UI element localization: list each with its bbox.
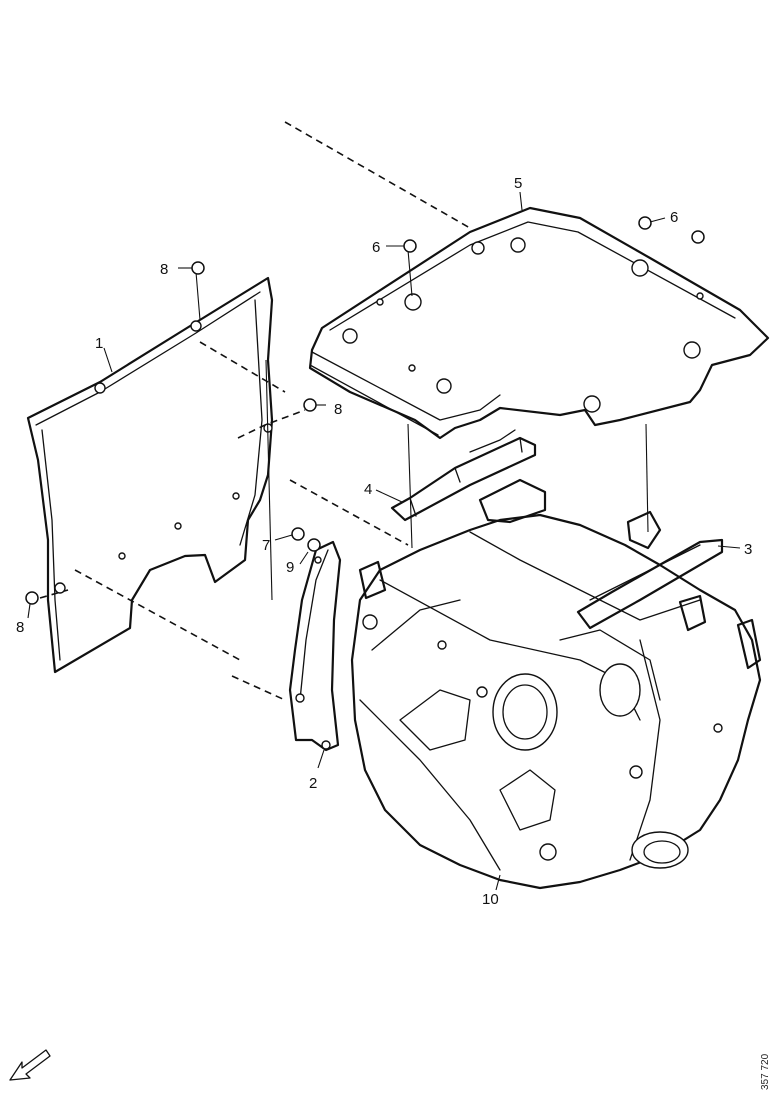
callout-5: 5: [514, 175, 522, 192]
side-panel-shield: [26, 276, 274, 674]
exhaust-muffler-body: [350, 513, 762, 890]
nut-icon: [291, 527, 305, 541]
strap-rail: [576, 538, 724, 630]
nut-icon: [691, 230, 705, 244]
callout-7: 7: [262, 537, 270, 554]
callout-labels: 1 2 3 4 5 6 6 7 8 8 8 9 10: [16, 175, 752, 908]
callout-10: 10: [482, 891, 499, 908]
mounting-bracket: [390, 429, 537, 522]
top-heat-shield: [308, 206, 770, 440]
callout-8c: 8: [16, 619, 24, 636]
callout-8b: 8: [334, 401, 342, 418]
callout-4: 4: [364, 481, 372, 498]
reference-code: 357 720: [760, 1053, 771, 1090]
muffler-mounting-tabs: [358, 478, 762, 670]
callout-9: 9: [286, 559, 294, 576]
callout-leaders: [27, 191, 741, 891]
assembly-guide-lines: [39, 121, 471, 701]
nut-icon: [25, 591, 39, 605]
callout-3: 3: [744, 541, 752, 558]
support-bracket: [288, 540, 342, 752]
callout-6a: 6: [372, 239, 380, 256]
nut-icon: [638, 216, 652, 230]
callout-8a: 8: [160, 261, 168, 278]
callout-1: 1: [95, 335, 103, 352]
nut-icon: [307, 538, 321, 552]
nut-icon: [191, 261, 205, 275]
nut-icon: [303, 398, 317, 412]
callout-6b: 6: [670, 209, 678, 226]
fastener-nuts: [25, 216, 705, 605]
callout-2: 2: [309, 775, 317, 792]
arrow-icon: [9, 1049, 51, 1081]
nut-icon: [403, 239, 417, 253]
mounting-lines: [195, 249, 649, 601]
